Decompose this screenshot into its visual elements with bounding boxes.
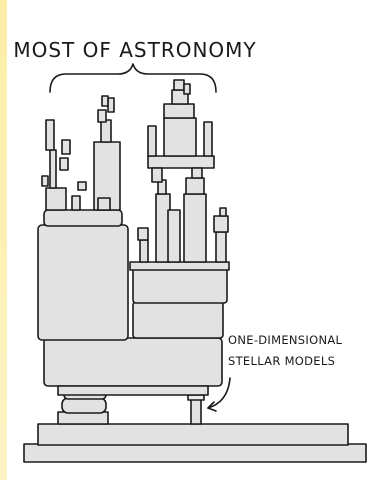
right-shelf <box>129 261 230 271</box>
left-tower-knob-2 <box>59 157 69 171</box>
right-tower-b <box>183 193 207 263</box>
left-tower-stem <box>49 149 57 189</box>
right-tower-c <box>167 209 181 263</box>
left-tower-knob <box>61 139 71 155</box>
brace <box>49 63 217 93</box>
central-tower-pip <box>101 95 109 107</box>
far-right-pip <box>219 207 227 217</box>
left-tiny-cube <box>77 181 87 191</box>
callout-arrowhead <box>207 401 217 412</box>
wide-block-lip <box>57 385 209 396</box>
callout-line-2: STELLAR MODELS <box>228 354 336 368</box>
right-lower-block <box>132 301 224 339</box>
central-tower-head-2 <box>107 97 115 113</box>
right-stub-left-top <box>137 227 149 241</box>
round-block <box>61 397 107 414</box>
lower-slab <box>37 423 349 446</box>
base-slab <box>23 443 367 463</box>
callout-line-1: ONE-DIMENSIONAL <box>228 333 343 347</box>
central-tower-head <box>97 109 107 123</box>
right-tower-b-cap <box>185 177 205 195</box>
central-small-block <box>97 197 111 211</box>
wide-block <box>43 337 223 387</box>
right-stub-left <box>139 239 149 263</box>
left-small-post <box>71 195 81 211</box>
left-tower-knob-3 <box>41 175 49 187</box>
callout-arrow <box>207 377 231 409</box>
left-block-cap <box>43 209 123 227</box>
upper-platform-leg <box>151 167 163 183</box>
upper-platform-leg-2 <box>191 167 203 179</box>
left-tower-base <box>45 187 67 211</box>
upper-side-post-2 <box>203 121 213 157</box>
upper-box-top <box>163 103 195 119</box>
top-label: MOST OF ASTRONOMY <box>13 38 257 62</box>
far-right-top <box>213 215 229 233</box>
right-upper-block <box>132 267 228 304</box>
upper-box-knob-2 <box>183 83 191 95</box>
central-tower-neck <box>100 119 112 143</box>
stellar-models-pillar <box>190 398 202 425</box>
upper-box <box>163 117 197 157</box>
far-right-post <box>215 231 227 263</box>
upper-side-post <box>147 125 157 157</box>
left-tower-top <box>45 119 55 151</box>
upper-box-knob <box>173 79 185 91</box>
left-large-block <box>37 224 129 341</box>
upper-platform <box>147 155 215 169</box>
